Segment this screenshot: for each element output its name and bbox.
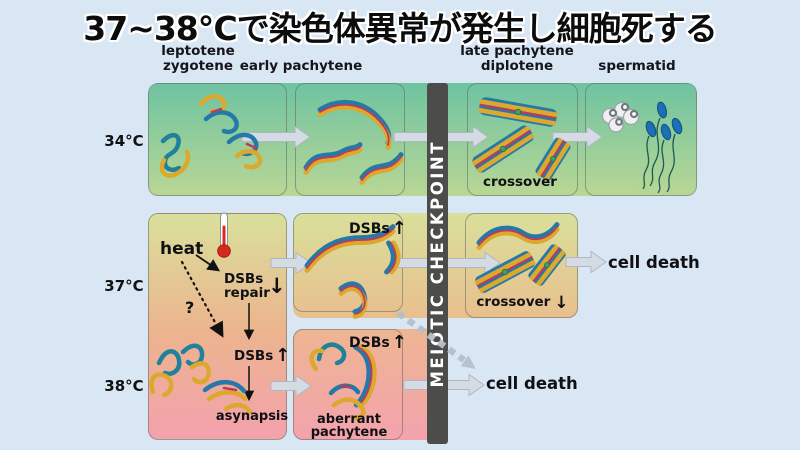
temperature-label-34c: 34°C (104, 132, 144, 150)
repair-line: repair (224, 284, 270, 301)
up-arrow: ↑ (391, 218, 407, 239)
dsbs-line: DSBs (224, 271, 264, 287)
column-header-line (231, 44, 371, 59)
dsbs-text: DSBs (234, 348, 274, 364)
dsbs-increase-label-38-left: DSBs↑ (234, 345, 290, 366)
column-header-line (567, 44, 707, 59)
cell-34c-spermatid (585, 83, 697, 196)
dsbs-increase-label-37: DSBs↑ (349, 218, 407, 239)
up-arrow: ↑ (391, 332, 407, 353)
column-header-line: late pachytene (460, 43, 574, 59)
crossover-label-34: crossover (483, 174, 557, 190)
cell-death-label-38: cell death (486, 374, 578, 393)
asynapsis-label: asynapsis (215, 409, 289, 424)
column-header-line: diplotene (480, 58, 554, 74)
up-arrow: ↑ (275, 345, 291, 366)
dsbs-text: DSBs (349, 335, 390, 351)
aberrant-pachytene-label: aberrant pachytene (295, 413, 403, 440)
question-mark-label: ? (185, 298, 195, 317)
column-header-late-pachytene-diplotene: late pachytene diplotene (447, 44, 587, 74)
crossover-text: crossover (476, 294, 551, 310)
temperature-label-37c: 37°C (104, 277, 144, 295)
column-header-line: zygotene (163, 58, 233, 74)
dsbs-text: DSBs (349, 221, 390, 237)
column-header-early-pachytene: early pachytene (231, 44, 371, 74)
column-header-line: leptotene (161, 43, 235, 59)
repair-down-arrow: ↓ (268, 274, 286, 298)
cell-34c-early-pachytene (295, 83, 405, 196)
column-header-spermatid: spermatid (567, 44, 707, 74)
dsbs-increase-label-38: DSBs↑ (349, 332, 407, 353)
meiotic-checkpoint-label: MEIOTIC CHECKPOINT (428, 139, 447, 388)
meiotic-checkpoint-bar: MEIOTIC CHECKPOINT (427, 83, 448, 444)
heat-label: heat (160, 239, 204, 259)
page-title: 37~38℃で染色体異常が発生し細胞死する (83, 9, 717, 48)
temperature-label-38c: 38°C (104, 377, 144, 395)
crossover-decrease-label-37: crossover↓ (455, 293, 590, 313)
down-arrow: ↓ (554, 293, 569, 313)
column-header-leptotene-zygotene: leptotene zygotene (128, 44, 268, 74)
column-header-line: early pachytene (239, 58, 363, 74)
column-header-line: spermatid (598, 58, 676, 74)
cell-34c-leptotene (148, 83, 287, 196)
cell-death-label-37: cell death (608, 253, 700, 272)
dsbs-repair-label: DSBs repair (224, 271, 270, 301)
aberrant-line2: pachytene (310, 424, 388, 440)
